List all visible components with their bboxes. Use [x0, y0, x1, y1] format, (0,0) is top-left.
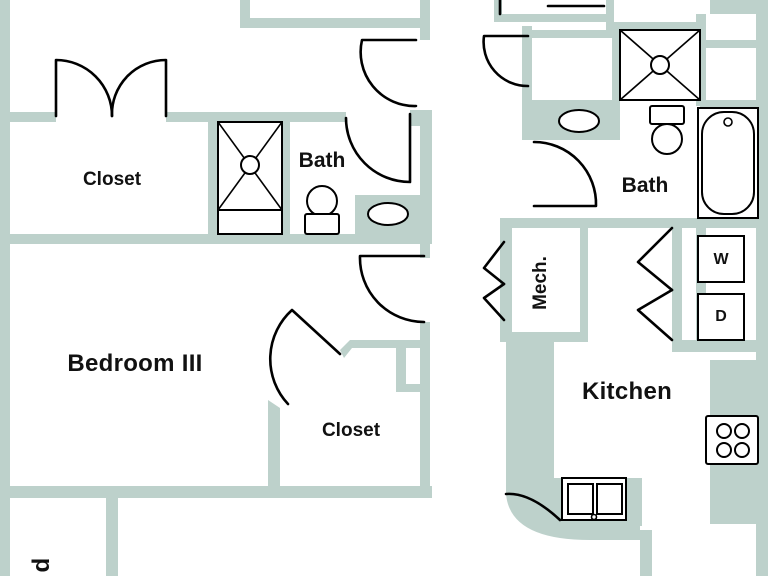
bathtub-icon: [697, 107, 759, 219]
kitchen-label: Kitchen: [581, 378, 673, 405]
shower-icon: [217, 121, 283, 235]
door-swing-icon: [532, 140, 598, 208]
door-swing-icon: [269, 308, 342, 406]
door-swing-icon: [344, 112, 412, 184]
door-swing-icon: [358, 254, 426, 324]
mechanical-label: Mech.: [530, 256, 551, 310]
sink-icon: [558, 109, 600, 133]
shower-icon: [619, 29, 701, 101]
door-swing-icon: [54, 58, 114, 118]
closet-top-label: Closet: [82, 169, 142, 190]
door-swing-icon: [482, 34, 530, 88]
kitchen-sink-icon: [561, 477, 627, 521]
dryer-box: [697, 293, 745, 341]
stove-icon: [705, 415, 759, 465]
closet-bedroom-label: Closet: [321, 420, 381, 441]
door-swing-icon: [482, 282, 506, 322]
bath-left-label: Bath: [298, 149, 346, 172]
partial-room-label: d: [28, 557, 55, 573]
bath-right-label: Bath: [621, 174, 669, 197]
sink-icon: [367, 202, 409, 226]
washer-label: W: [713, 251, 729, 268]
bedroom-label: Bedroom III: [67, 350, 203, 377]
door-swing-icon: [359, 38, 418, 108]
fixtures: [217, 29, 759, 522]
washer-box: [697, 235, 745, 283]
door-swing-icon: [110, 58, 168, 118]
door-swings: [54, 0, 674, 406]
toilet-icon: [649, 105, 685, 155]
counter-edge: [504, 492, 562, 522]
door-swing-icon: [482, 240, 506, 286]
door-swing-icon: [636, 226, 674, 292]
door-swing-icon: [636, 288, 674, 342]
dryer-label: D: [715, 308, 727, 325]
toilet-icon: [304, 185, 340, 235]
